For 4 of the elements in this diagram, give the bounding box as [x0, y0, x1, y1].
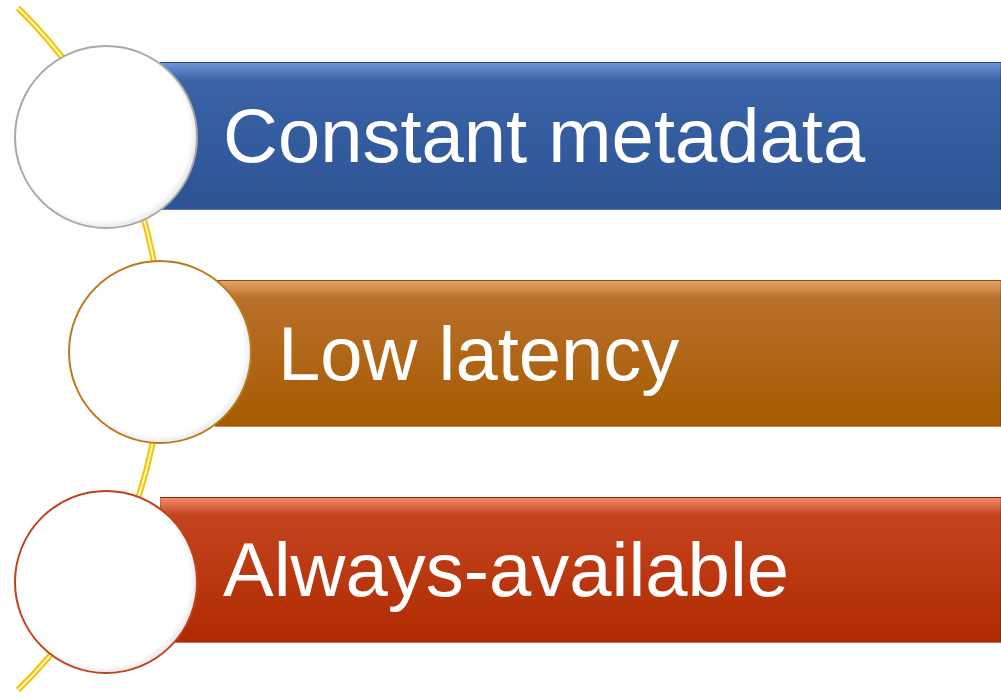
list-bar	[160, 62, 1001, 210]
list-bar	[215, 280, 1001, 427]
list-bar	[160, 497, 1001, 643]
bar-label: Constant metadata	[223, 98, 866, 174]
